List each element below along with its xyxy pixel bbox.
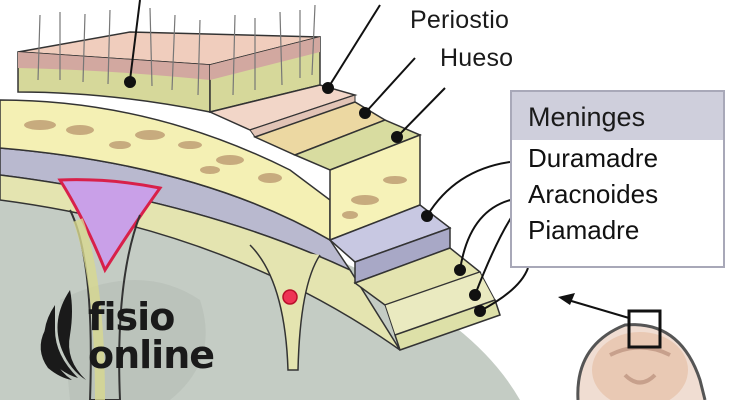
logo-flame-icon [40, 290, 86, 380]
sulcus [249, 244, 321, 371]
label-hueso: Hueso [440, 44, 514, 72]
head-inset [558, 293, 707, 400]
vessel [282, 289, 298, 305]
label-periostio: Periostio [410, 6, 510, 34]
meninges-title: Meninges [512, 92, 723, 140]
meninges-legend: Meninges Duramadre Aracnoides Piamadre [510, 90, 725, 268]
logo-line1: fisio [88, 295, 175, 339]
logo-line2: online [88, 333, 215, 377]
logo: fisio online [88, 295, 215, 377]
meninges-item-piamadre: Piamadre [528, 215, 640, 245]
meninges-item-duramadre: Duramadre [528, 143, 659, 173]
meninges-item-aracnoides: Aracnoides [528, 179, 659, 209]
scalp-block [17, 4, 321, 113]
pia-step [394, 299, 501, 351]
bone-spots [24, 120, 282, 183]
